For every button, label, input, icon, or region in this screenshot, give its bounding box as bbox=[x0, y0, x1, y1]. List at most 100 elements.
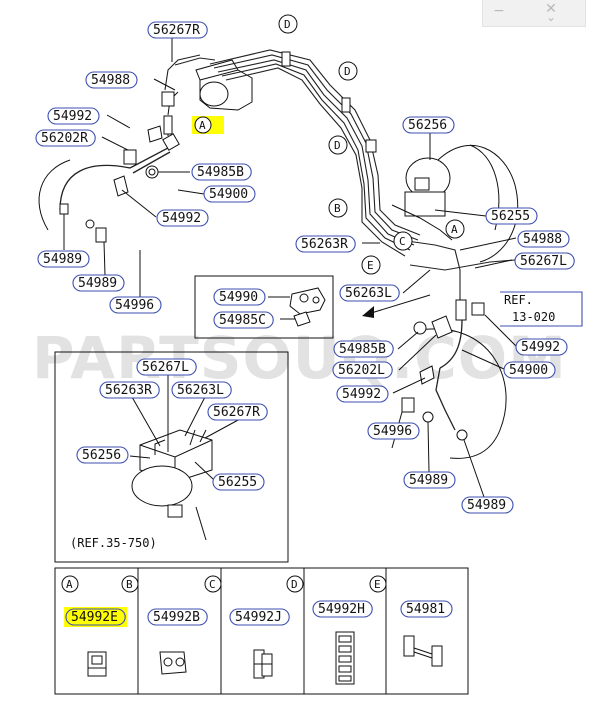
callout-border bbox=[156, 209, 209, 227]
right-hose-assembly bbox=[401, 299, 507, 459]
callout-56255[interactable]: 56255 bbox=[212, 473, 265, 491]
callout-54900[interactable]: 54900 bbox=[203, 185, 256, 203]
callout-54990[interactable]: 54990 bbox=[213, 288, 266, 306]
close-icon[interactable]: ✕ bbox=[545, 1, 557, 17]
callout-border bbox=[65, 608, 126, 626]
callout-54992h[interactable]: 54992H bbox=[312, 600, 373, 618]
callout-label: 54981 bbox=[406, 602, 445, 617]
callout-54996[interactable]: 54996 bbox=[367, 422, 420, 440]
callout-54992[interactable]: 54992 bbox=[515, 338, 568, 356]
callout-54900[interactable]: 54900 bbox=[503, 361, 556, 379]
callout-56267l[interactable]: 56267L bbox=[514, 252, 575, 270]
callout-54985c[interactable]: 54985C bbox=[213, 311, 274, 329]
callout-border bbox=[295, 235, 356, 253]
callout-56267l[interactable]: 56267L bbox=[136, 358, 197, 376]
callout-label: 54992 bbox=[521, 340, 560, 355]
callout-label: 56267R bbox=[213, 405, 260, 420]
callout-border bbox=[332, 361, 393, 379]
callout-border bbox=[191, 163, 252, 181]
callout-54992b[interactable]: 54992B bbox=[147, 608, 208, 626]
callout-56202r[interactable]: 56202R bbox=[35, 129, 96, 147]
callout-label: 54992 bbox=[342, 387, 381, 402]
svg-text:C: C bbox=[209, 578, 216, 591]
svg-text:D: D bbox=[291, 578, 298, 591]
ref-note-35-750: (REF.35-750) bbox=[70, 536, 157, 550]
callout-label: 54989 bbox=[78, 276, 117, 291]
callout-56267r[interactable]: 56267R bbox=[147, 21, 208, 39]
callout-54988[interactable]: 54988 bbox=[85, 71, 138, 89]
callout-label: 54900 bbox=[509, 363, 548, 378]
callout-label: 56202L bbox=[338, 363, 385, 378]
callout-54989[interactable]: 54989 bbox=[403, 471, 456, 489]
callout-border bbox=[402, 116, 455, 134]
callout-label: 56255 bbox=[218, 475, 257, 490]
expand-chevron-icon[interactable]: ⌄ bbox=[545, 10, 557, 24]
callout-56255[interactable]: 56255 bbox=[485, 207, 538, 225]
callout-54985b[interactable]: 54985B bbox=[191, 163, 252, 181]
callout-56263l[interactable]: 56263L bbox=[339, 284, 400, 302]
callout-label: 54985B bbox=[197, 165, 244, 180]
callout-56267r[interactable]: 56267R bbox=[207, 403, 268, 421]
left-hose-assembly bbox=[38, 91, 180, 243]
callout-border bbox=[47, 107, 100, 125]
callout-border bbox=[213, 311, 274, 329]
callout-border bbox=[485, 207, 538, 225]
svg-text:B: B bbox=[334, 202, 341, 215]
callout-label: 54992E bbox=[71, 610, 118, 625]
callout-label: 54988 bbox=[523, 232, 562, 247]
callout-56256[interactable]: 56256 bbox=[402, 116, 455, 134]
callout-54992j[interactable]: 54992J bbox=[229, 608, 290, 626]
callout-54992[interactable]: 54992 bbox=[47, 107, 100, 125]
callout-54985b[interactable]: 54985B bbox=[333, 340, 394, 358]
callout-label: 56256 bbox=[82, 448, 121, 463]
callout-border bbox=[85, 71, 138, 89]
callout-54992e[interactable]: 54992E bbox=[64, 607, 128, 627]
callout-border bbox=[207, 403, 268, 421]
clip-legend-table bbox=[54, 567, 469, 695]
callout-54989[interactable]: 54989 bbox=[461, 496, 514, 514]
callout-label: 56263L bbox=[177, 383, 224, 398]
callout-border bbox=[333, 340, 394, 358]
callout-56263l[interactable]: 56263L bbox=[171, 381, 232, 399]
callout-border bbox=[400, 600, 453, 618]
callout-border bbox=[367, 422, 420, 440]
legend-letter-e: E bbox=[369, 575, 387, 593]
callout-highlight bbox=[64, 607, 128, 627]
clip-b-icon bbox=[159, 651, 187, 675]
minimize-icon[interactable]: − bbox=[493, 3, 505, 19]
callout-56256[interactable]: 56256 bbox=[76, 446, 129, 464]
callout-border bbox=[514, 252, 575, 270]
callout-label: 54985C bbox=[219, 313, 266, 328]
svg-text:D: D bbox=[334, 139, 341, 152]
callout-border bbox=[35, 129, 96, 147]
callout-border bbox=[37, 250, 90, 268]
svg-text:A: A bbox=[66, 578, 73, 591]
callout-54992[interactable]: 54992 bbox=[336, 385, 389, 403]
callout-border bbox=[503, 361, 556, 379]
callout-border bbox=[312, 600, 373, 618]
callout-54989[interactable]: 54989 bbox=[72, 274, 125, 292]
callout-label: 56267R bbox=[153, 23, 200, 38]
callout-56202l[interactable]: 56202L bbox=[332, 361, 393, 379]
callout-label: 56263R bbox=[105, 383, 152, 398]
callout-border bbox=[99, 381, 160, 399]
callout-border bbox=[109, 296, 162, 314]
callout-border bbox=[147, 608, 208, 626]
watermark: PARTSOUQ.COM bbox=[32, 324, 567, 392]
callout-border bbox=[403, 471, 456, 489]
svg-text:REF.: REF. bbox=[504, 293, 533, 307]
callout-54981[interactable]: 54981 bbox=[400, 600, 453, 618]
callout-54992[interactable]: 54992 bbox=[156, 209, 209, 227]
brake-booster-assembly bbox=[391, 144, 519, 263]
callout-border bbox=[147, 21, 208, 39]
callout-54988[interactable]: 54988 bbox=[517, 230, 570, 248]
callout-56263r[interactable]: 56263R bbox=[99, 381, 160, 399]
callout-54989[interactable]: 54989 bbox=[37, 250, 90, 268]
clip-d-icon bbox=[335, 631, 355, 685]
svg-text:A: A bbox=[451, 223, 458, 236]
callout-54996[interactable]: 54996 bbox=[109, 296, 162, 314]
callout-label: 56263L bbox=[345, 286, 392, 301]
legend-letter-c: C bbox=[204, 575, 222, 593]
callout-56263r[interactable]: 56263R bbox=[295, 235, 356, 253]
